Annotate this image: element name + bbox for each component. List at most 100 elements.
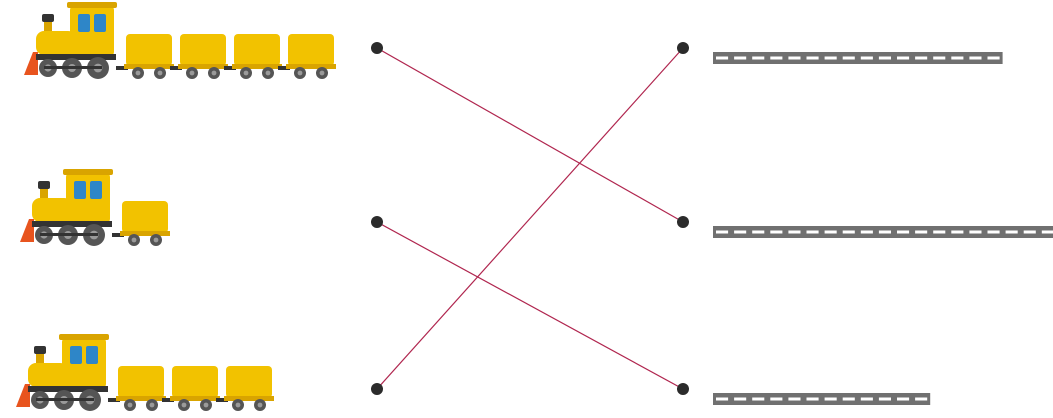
- track-dash: [987, 230, 1000, 234]
- wagon-base: [232, 64, 282, 69]
- coupling-rod: [40, 233, 98, 236]
- wagon-body: [118, 366, 164, 398]
- wagon-base: [116, 396, 166, 401]
- right-dot-track-2[interactable]: [677, 216, 689, 228]
- wagon: [232, 34, 282, 79]
- wheel-hub: [235, 402, 241, 408]
- wagon: [124, 34, 174, 79]
- connection-dots: [371, 42, 689, 395]
- left-dot-train-a[interactable]: [371, 42, 383, 54]
- track-dash: [897, 56, 910, 60]
- wagon-base: [124, 64, 174, 69]
- connector-train-a-track-2: [376, 47, 684, 223]
- coupler: [116, 66, 128, 70]
- wheel-hub: [211, 70, 217, 76]
- track-dash: [788, 56, 801, 60]
- track-dash: [752, 230, 765, 234]
- track-dash: [716, 56, 729, 60]
- connector-train-c-track-1: [376, 47, 684, 390]
- track-dash: [788, 230, 801, 234]
- track-dash: [969, 230, 982, 234]
- wagon-base: [286, 64, 336, 69]
- track-dash: [842, 56, 855, 60]
- wheel-hub: [243, 70, 249, 76]
- right-dot-track-3[interactable]: [677, 383, 689, 395]
- right-dot-track-1[interactable]: [677, 42, 689, 54]
- track-dash: [842, 397, 855, 401]
- locomotive: [20, 169, 113, 246]
- wagon: [178, 34, 228, 79]
- coupling-rod: [44, 66, 102, 69]
- train-icon: [20, 169, 170, 246]
- wheel-hub: [157, 70, 163, 76]
- track-dash: [716, 230, 729, 234]
- track-dash: [770, 397, 783, 401]
- track-dash: [933, 56, 946, 60]
- cowcatcher: [24, 52, 38, 75]
- wheel-hub: [189, 70, 195, 76]
- coupler: [170, 66, 182, 70]
- track-dash: [788, 397, 801, 401]
- track-bed: [713, 393, 931, 405]
- cab-window: [70, 346, 82, 364]
- track-dash: [734, 230, 747, 234]
- wheel-hub: [297, 70, 303, 76]
- track-icon: [713, 393, 931, 405]
- train-icon: [24, 2, 336, 79]
- track-dash: [897, 397, 910, 401]
- coupler: [162, 398, 174, 402]
- wheel-hub: [203, 402, 209, 408]
- track-dash: [1041, 230, 1053, 234]
- wagon-base: [178, 64, 228, 69]
- coupler: [216, 398, 228, 402]
- frame: [32, 221, 112, 227]
- track-dash: [897, 230, 910, 234]
- track-dash: [824, 56, 837, 60]
- wheel-hub: [319, 70, 325, 76]
- boiler: [36, 31, 76, 55]
- left-dot-train-c[interactable]: [371, 383, 383, 395]
- wagon: [224, 366, 274, 411]
- frame: [28, 386, 108, 392]
- wagon-body: [288, 34, 334, 66]
- cab-roof: [63, 169, 113, 175]
- chimney-pipe: [44, 22, 52, 32]
- wheel-hub: [135, 70, 141, 76]
- wheel-hub: [265, 70, 271, 76]
- wagon: [116, 366, 166, 411]
- wagon-base: [120, 231, 170, 236]
- track-dash: [824, 397, 837, 401]
- track-icon: [713, 226, 1053, 238]
- wagon-base: [170, 396, 220, 401]
- track-dash: [915, 56, 928, 60]
- cab: [70, 6, 114, 56]
- track-dash: [734, 56, 747, 60]
- track-dash: [842, 230, 855, 234]
- wheel-hub: [131, 237, 137, 243]
- coupler: [224, 66, 236, 70]
- wagon-body: [126, 34, 172, 66]
- wagon-body: [172, 366, 218, 398]
- cab-window: [90, 181, 102, 199]
- cowcatcher: [20, 219, 34, 242]
- wagon: [170, 366, 220, 411]
- wagon-base: [224, 396, 274, 401]
- track-dash: [806, 230, 819, 234]
- track-dash: [915, 397, 928, 401]
- track-dash: [770, 56, 783, 60]
- coupling-rod: [36, 398, 94, 401]
- cab-window: [94, 14, 106, 32]
- track-column: [713, 52, 1053, 405]
- track-dash: [824, 230, 837, 234]
- track-dash: [969, 56, 982, 60]
- cab-roof: [67, 2, 117, 8]
- left-dot-train-b[interactable]: [371, 216, 383, 228]
- track-bed: [713, 52, 1003, 64]
- cowcatcher: [16, 384, 30, 407]
- chimney-pipe: [36, 354, 44, 364]
- coupler: [108, 398, 120, 402]
- locomotive: [16, 334, 109, 411]
- train-column: [16, 2, 336, 411]
- track-dash: [734, 397, 747, 401]
